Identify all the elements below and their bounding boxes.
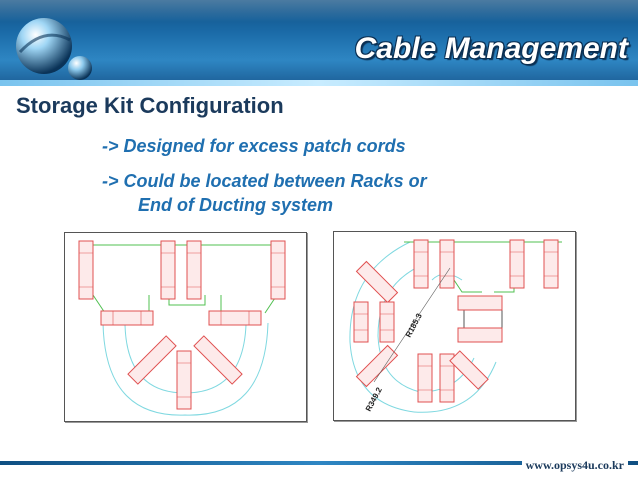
storage-kit-drawing-right: R185.3 R349.2 [333, 231, 576, 421]
section-heading: Storage Kit Configuration [16, 93, 284, 118]
slide-title: Cable Management [354, 32, 628, 65]
header-banner: Cable Management [0, 0, 638, 86]
bullet-item-continuation: End of Ducting system [138, 195, 334, 215]
footer-rule [0, 461, 638, 465]
storage-kit-drawing-left [64, 232, 307, 422]
header-stripe [0, 80, 638, 86]
header-sheen [0, 0, 638, 22]
globe-logo-icon [16, 18, 92, 80]
bullet-item: -> Could be located between Racks or [102, 171, 427, 191]
footer-website: www.opsys4u.co.kr [521, 458, 628, 473]
radius-label-inner: R185.3 [404, 311, 424, 338]
bullet-item: -> Designed for excess patch cords [102, 136, 406, 156]
